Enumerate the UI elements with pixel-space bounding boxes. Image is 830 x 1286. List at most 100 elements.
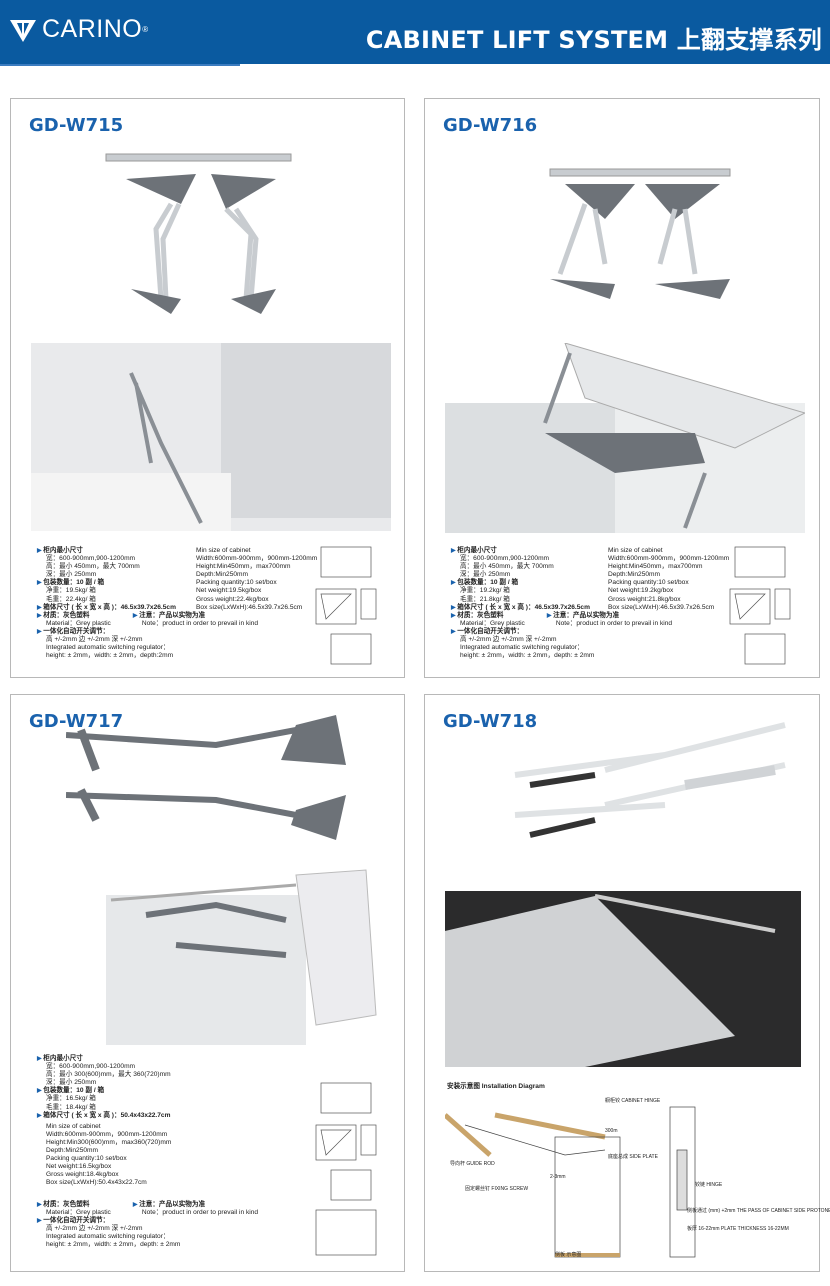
spec-line: Width:600mm-900mm，900mm-1200mm — [608, 555, 730, 563]
header-accent-line — [0, 64, 240, 66]
regulator-line: 高 +/-2mm 边 +/-2mm 深 +/-2mm — [460, 636, 557, 644]
spec-line: 净重：19.2kg/ 箱 — [460, 587, 510, 595]
product-model-title: GD-W717 — [29, 711, 124, 732]
installation-photo — [445, 891, 801, 1067]
note-en: Note：product in order to prevail in kind — [555, 620, 673, 628]
installation-photo — [106, 869, 377, 1045]
spec-line: Depth:Min250mm — [46, 1147, 99, 1155]
spec-line: 包装数量：10 副 / 箱 — [37, 579, 176, 587]
regulator-title: 一体化自动开关调节： — [37, 628, 258, 636]
regulator-line: Integrated automatic switching regulator… — [46, 1233, 170, 1241]
spec-line: 深：最小 250mm — [46, 1079, 97, 1087]
technical-drawing — [729, 546, 791, 665]
spec-line: 净重：16.5kg/ 箱 — [46, 1095, 96, 1103]
label-bottom: 侧板 示意图 — [555, 1252, 582, 1258]
spec-line: Height:Min300(600)mm，max360(720)mm — [46, 1138, 172, 1146]
spec-line: 柜内最小尺寸 — [37, 1055, 171, 1063]
spec-line: Gross weight:21.8kg/box — [608, 595, 681, 603]
page-title: CABINET LIFT SYSTEM 上翻支撑系列 — [365, 26, 822, 54]
installation-photo — [445, 343, 805, 533]
product-model-title: GD-W716 — [443, 115, 538, 136]
spec-line: 柜内最小尺寸 — [451, 547, 590, 555]
carino-logo-icon — [10, 20, 36, 42]
registered-mark: ® — [142, 24, 149, 34]
regulator-line: 高 +/-2mm 边 +/-2mm 深 +/-2mm — [46, 636, 143, 644]
spec-line: 毛重：22.4kg/ 箱 — [46, 595, 96, 603]
spec-line: Net weight:16.5kg/box — [46, 1163, 112, 1171]
spec-line: Height:Min450mm，max700mm — [196, 563, 291, 571]
product-image — [105, 153, 292, 314]
technical-drawing — [315, 546, 377, 665]
spec-line: 箱体尺寸 ( 长 x 宽 x 高 )：46.5x39.7x26.5cm — [451, 604, 590, 612]
spec-line: Depth:Min250mm — [196, 571, 249, 579]
regulator-title: 一体化自动开关调节： — [37, 1217, 258, 1225]
spec-line: 深：最小 250mm — [46, 571, 97, 579]
regulator-line: Integrated automatic switching regulator… — [46, 644, 170, 652]
spec-line: 箱体尺寸 ( 长 x 宽 x 高 )：50.4x43x22.7cm — [37, 1112, 171, 1120]
material-cn: 材质：灰色塑料 — [37, 612, 111, 620]
regulator-line: height: ± 2mm，width: ± 2mm，depth:2mm — [46, 652, 174, 660]
product-panel-gd-w715: GD-W715 柜内最小尺寸宽：600-900mm,900-1200mm高：最小… — [10, 98, 405, 678]
note-en: Note：product in order to prevail in kind — [141, 620, 259, 628]
spec-line: 高：最小 300(600)mm，最大 360(720)mm — [46, 1071, 171, 1079]
regulator-line: height: ± 2mm，width: ± 2mm，depth: ± 2mm — [46, 1241, 181, 1249]
spec-line: Width:600mm-900mm，900mm-1200mm — [46, 1130, 168, 1138]
product-panel-gd-w718: GD-W718 安装示意图 Installation Diagram 橱柜铰 C… — [424, 694, 830, 1272]
label-fixing-screw: 固定螺丝钉 FIXING SCREW — [465, 1186, 529, 1192]
spec-line: 箱体尺寸 ( 长 x 宽 x 高 )：46.5x39.7x26.5cm — [37, 604, 176, 612]
material-en: Material：Grey plastic — [46, 1209, 111, 1217]
installation-photo — [31, 343, 391, 531]
spec-line: 包装数量：10 副 / 箱 — [37, 1087, 171, 1095]
regulator-line: height: ± 2mm，width: ± 2mm，depth: ± 2mm — [460, 652, 595, 660]
regulator-title: 一体化自动开关调节： — [451, 628, 672, 636]
product-image — [549, 168, 731, 299]
note-cn: 注意：产品以实物为准 — [547, 612, 672, 620]
spec-line: 毛重：21.8kg/ 箱 — [460, 595, 510, 603]
spec-line: 净重：19.5kg/ 箱 — [46, 587, 96, 595]
label-plate-thickness: 板厚 16-22mm PLATE THICKNESS 16-22MM — [687, 1226, 789, 1232]
spec-line: 高：最小 450mm，最大 700mm — [460, 563, 554, 571]
spec-line: Min size of cabinet — [46, 1122, 101, 1130]
product-model-title: GD-W718 — [443, 711, 538, 732]
product-model-title: GD-W715 — [29, 115, 124, 136]
spec-line: Box size(LxWxH):50.4x43x22.7cm — [46, 1179, 147, 1187]
spec-line: Width:600mm-900mm，900mm-1200mm — [196, 555, 318, 563]
technical-drawing — [315, 1082, 377, 1256]
note-cn: 注意：产品以实物为准 — [133, 1201, 258, 1209]
label-hinge: 铰链 HINGE — [695, 1182, 723, 1188]
spec-line: 高：最小 450mm，最大 700mm — [46, 563, 140, 571]
product-panel-gd-w716: GD-W716 柜内最小尺寸宽：600-900mm,900-1200mm高：最小… — [424, 98, 820, 678]
material-cn: 材质：灰色塑料 — [451, 612, 525, 620]
spec-line: Min size of cabinet — [196, 547, 251, 554]
spec-line: Height:Min450mm，max700mm — [608, 563, 703, 571]
material-en: Material：Grey plastic — [460, 620, 525, 628]
note-cn: 注意：产品以实物为准 — [133, 612, 258, 620]
product-image — [66, 715, 346, 840]
spec-line: Box size(LxWxH):46.5x39.7x26.5cm — [196, 603, 303, 611]
product-image — [514, 722, 786, 838]
product-panel-gd-w717: GD-W717 柜内最小尺寸宽：600-900mm,900-1200mm高：最小… — [10, 694, 405, 1272]
regulator-line: 高 +/-2mm 边 +/-2mm 深 +/-2mm — [46, 1225, 143, 1233]
spec-line: Packing quantity:10 set/box — [196, 579, 277, 587]
material-en: Material：Grey plastic — [46, 620, 111, 628]
spec-line: Gross weight:18.4kg/box — [46, 1171, 119, 1179]
label-gap: 2-3mm — [550, 1174, 566, 1180]
label-guide-rod: 导向杆 GUIDE ROD — [450, 1161, 495, 1167]
label-side-plate: 底座总成 SIDE PLATE — [608, 1154, 658, 1160]
label-pass: 侧板通过 (mm) +2mm THE PASS OF CABINET SIDE … — [687, 1208, 830, 1214]
spec-line: Box size(LxWxH):46.5x39.7x26.5cm — [608, 603, 715, 611]
material-cn: 材质：灰色塑料 — [37, 1201, 111, 1209]
regulator-line: Integrated automatic switching regulator… — [460, 644, 584, 652]
spec-line: Net weight:19.2kg/box — [608, 587, 674, 595]
spec-line: Gross weight:22.4kg/box — [196, 595, 269, 603]
spec-line: 柜内最小尺寸 — [37, 547, 176, 555]
header-bar: CARINO® CABINET LIFT SYSTEM 上翻支撑系列 — [0, 0, 830, 64]
spec-line: Packing quantity:10 set/box — [608, 579, 689, 587]
